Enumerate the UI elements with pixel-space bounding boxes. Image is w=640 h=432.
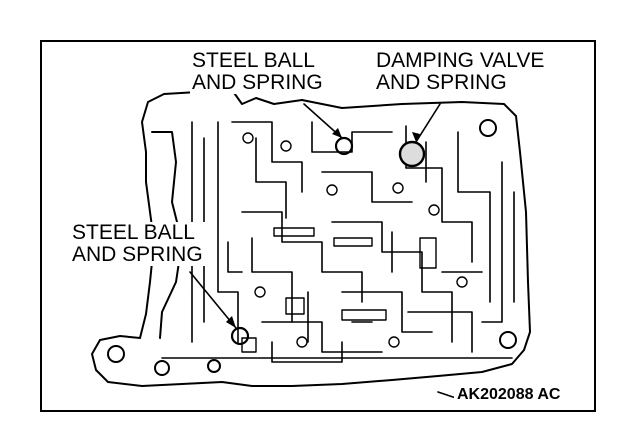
fluid-channels — [161, 121, 515, 363]
leader-arrowheads — [226, 128, 420, 328]
label-line: STEEL BALL — [192, 49, 315, 72]
label-line: AND SPRING — [192, 71, 323, 94]
label-line: DAMPING VALVE — [376, 49, 545, 72]
mount-hole — [207, 359, 221, 373]
steel-ball-top-location — [334, 136, 354, 156]
diagram-frame: STEEL BALL AND SPRING DAMPING VALVE AND … — [40, 40, 596, 412]
steel-ball-left-location — [230, 326, 250, 346]
label-steel-ball-top: STEEL BALL AND SPRING — [190, 50, 325, 94]
mount-hole — [107, 345, 125, 363]
valve-body-drawing — [91, 89, 531, 401]
damping-valve-location — [398, 140, 426, 168]
valve-bores — [241, 227, 437, 353]
mount-hole — [154, 360, 170, 376]
label-steel-ball-left: STEEL BALL AND SPRING — [70, 222, 205, 266]
mount-hole — [479, 119, 497, 137]
figure-code: AK202088 AC — [454, 386, 564, 404]
label-damping-valve: DAMPING VALVE AND SPRING — [374, 49, 547, 94]
mount-hole — [499, 331, 517, 349]
label-line: STEEL BALL — [72, 221, 195, 244]
label-line: AND SPRING — [376, 71, 507, 94]
valve-body-outline — [91, 89, 531, 387]
label-line: AND SPRING — [72, 243, 203, 266]
orifices — [242, 132, 468, 348]
